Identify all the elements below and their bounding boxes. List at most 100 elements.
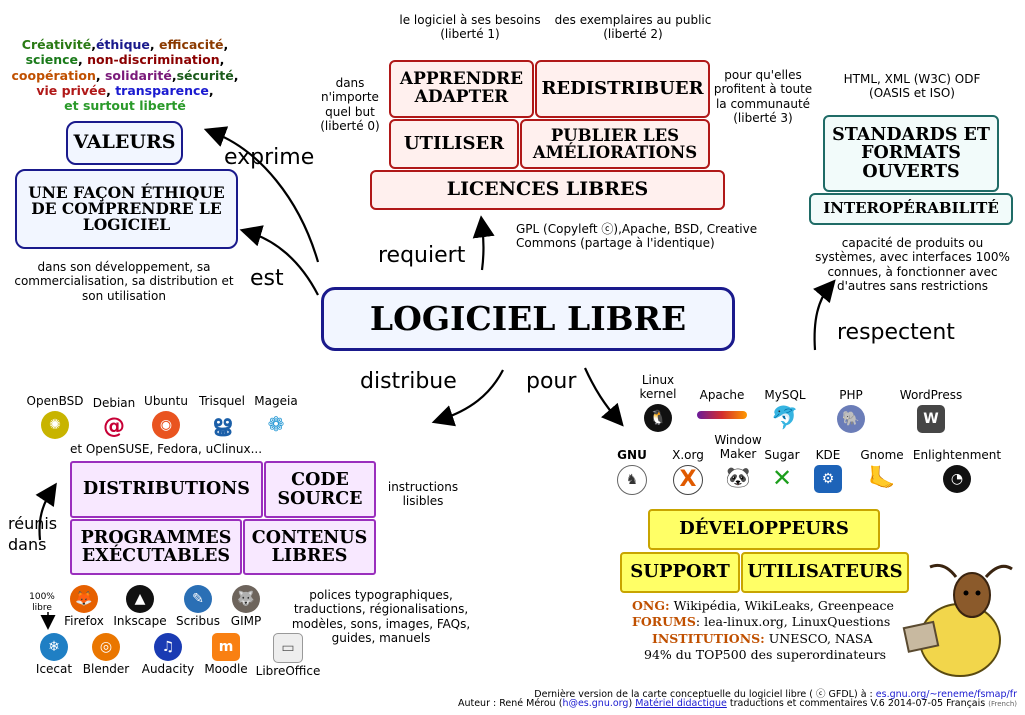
footer-materiel-link[interactable]: Matériel didactique (635, 698, 727, 709)
logo-mysql: MySQL 🐬 (758, 388, 812, 435)
logo-mysql-label: MySQL (764, 388, 806, 402)
distros-others: et OpenSUSE, Fedora, uClinux... (69, 442, 263, 456)
node-ethique-label: UNE FAÇON ÉTHIQUE DE COMPRENDRE LE LOGIC… (28, 182, 225, 235)
logo-gnu-label: GNU (617, 448, 647, 462)
logo-gimp: 🐺 GIMP (224, 583, 268, 629)
arrow-reunis (35, 482, 57, 541)
logo-mageia-label: Mageia (254, 394, 298, 408)
mageia-icon: ❁ (262, 410, 290, 439)
ong-value: Wikipédia, WikiLeaks, Greenpeace (673, 598, 894, 613)
gnu-head-icon: ♞ (617, 464, 647, 495)
logo-moodle: m Moodle (200, 631, 252, 677)
logo-php: PHP 🐘 (826, 388, 876, 435)
moodle-icon: m (212, 633, 240, 661)
node-apprendre-label: APPRENDRE ADAPTER (399, 69, 524, 107)
logo-inkscape: ▲ Inkscape (110, 583, 170, 629)
logo-ubuntu-label: Ubuntu (144, 394, 188, 408)
tux-icon: 🐧 (644, 403, 672, 432)
ong-label: ONG: (632, 598, 670, 613)
verb-pour: pour (526, 369, 577, 394)
logo-scribus-label: Scribus (176, 614, 220, 628)
logo-apache: Apache (692, 388, 752, 419)
arrow-est (239, 225, 319, 296)
liberte-1-note: le logiciel à ses besoins (liberté 1) (399, 13, 541, 42)
inkscape-icon: ▲ (126, 585, 154, 613)
logo-libreoffice: ▭ LibreOffice (250, 631, 326, 679)
logo-gnome-label: Gnome (860, 448, 904, 462)
openbsd-icon: ✺ (41, 410, 69, 439)
sugar-icon: ✕ (768, 464, 796, 493)
logo-icecat: ❄ Icecat (30, 631, 78, 677)
logo-sugar-label: Sugar (764, 448, 800, 462)
arrow-pour (583, 367, 624, 427)
scribus-icon: ✎ (184, 585, 212, 613)
ubuntu-icon: ◉ (152, 410, 180, 439)
gnome-foot-icon: 🦶 (868, 464, 896, 493)
node-programmes: PROGRAMMES EXÉCUTABLES (70, 519, 242, 575)
node-redistribuer: REDISTRIBUER (535, 60, 710, 118)
node-logiciel-libre: LOGICIEL LIBRE (321, 287, 735, 351)
verb-reunis: réunis dans (8, 514, 58, 554)
node-code-source-label: CODE SOURCE (277, 470, 363, 509)
footer-email-link[interactable]: h@es.gnu.org (562, 698, 629, 709)
node-utiliser: UTILISER (389, 119, 519, 169)
logo-debian-label: Debian (92, 396, 136, 410)
node-distributions: DISTRIBUTIONS (70, 461, 263, 518)
value-word: , (233, 67, 239, 83)
logo-linux: Linux kernel 🐧 (630, 373, 686, 434)
liberte-2-note: des exemplaires au public (liberté 2) (554, 13, 712, 42)
value-word: non-discrimination (87, 52, 220, 68)
top500-note: 94% du TOP500 des superordinateurs (644, 646, 887, 662)
interop-note: capacité de produits ou systèmes, avec i… (815, 236, 1010, 294)
verb-est: est (250, 266, 284, 291)
node-ethique: UNE FAÇON ÉTHIQUE DE COMPRENDRE LE LOGIC… (15, 169, 238, 249)
value-word: , (223, 37, 229, 52)
node-contenus-label: CONTENUS LIBRES (251, 527, 368, 566)
value-word: Créativité (21, 37, 92, 52)
orgs-ong-line: ONG: Wikipédia, WikiLeaks, Greenpeace (618, 598, 918, 614)
logo-audacity-label: Audacity (141, 662, 195, 676)
gnu-mascot-icon (902, 563, 1013, 677)
logo-audacity: ♫ Audacity (138, 631, 198, 677)
node-apprendre: APPRENDRE ADAPTER (389, 60, 534, 118)
logo-windowmaker-label: Window Maker (714, 433, 762, 461)
value-word: coopération (11, 67, 96, 83)
value-word: et surtout liberté (64, 98, 186, 113)
audacity-icon: ♫ (154, 633, 182, 661)
node-interop-label: INTEROPÉRABILITÉ (823, 199, 999, 218)
verb-distribue: distribue (360, 369, 457, 394)
logo-scribus: ✎ Scribus (170, 583, 226, 629)
node-publier: PUBLIER LES AMÉLIORATIONS (520, 119, 710, 169)
value-word: éthique (95, 37, 150, 52)
logo-enlightenment: Enlightenment ◔ (906, 448, 1008, 495)
node-utilisateurs-label: UTILISATEURS (747, 561, 903, 583)
value-word: vie privée (36, 82, 107, 98)
logo-wordpress-label: WordPress (899, 388, 963, 402)
node-code-source: CODE SOURCE (264, 461, 376, 518)
values-line-2: science, non-discrimination, (10, 52, 240, 67)
orgs-forums-line: FORUMS: lea-linux.org, LinuxQuestions (618, 614, 918, 630)
kde-icon: ⚙ (814, 464, 842, 493)
xorg-icon: X (673, 464, 703, 495)
value-word: , (78, 52, 88, 68)
ethique-note: dans son développement, sa commercialisa… (14, 260, 234, 303)
node-publier-label: PUBLIER LES AMÉLIORATIONS (532, 125, 698, 162)
logo-firefox-label: Firefox (64, 614, 104, 628)
footer-author: Auteur : René Mérou ( (457, 698, 563, 709)
value-word: science (25, 52, 79, 68)
logo-gnu: GNU ♞ (612, 448, 652, 497)
node-utiliser-label: UTILISER (403, 132, 505, 154)
footer-map-link[interactable]: es.gnu.org/~reneme/fsmap/fr (875, 689, 1017, 700)
values-list: Créativité,éthique, efficacité, science,… (10, 37, 240, 113)
trisquel-icon: ൠ (208, 410, 236, 439)
node-programmes-label: PROGRAMMES EXÉCUTABLES (80, 527, 232, 566)
wordpress-icon: W (917, 404, 945, 433)
logo-enlightenment-label: Enlightenment (912, 448, 1002, 462)
logo-gimp-label: GIMP (230, 614, 262, 628)
node-support: SUPPORT (620, 552, 740, 593)
verb-requiert: requiert (378, 243, 466, 268)
forums-label: FORUMS (632, 614, 696, 630)
standards-top-note: HTML, XML (W3C) ODF (OASIS et ISO) (843, 72, 981, 101)
arrow-respectent (813, 279, 836, 351)
